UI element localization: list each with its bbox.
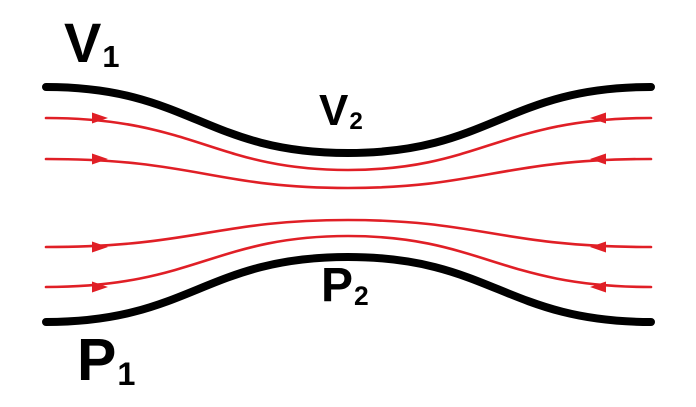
flow-arrowhead-right-icon xyxy=(92,241,108,253)
flow-arrowhead-right-icon xyxy=(92,153,108,165)
label-p2-base: P xyxy=(321,259,354,312)
label-v2-base: V xyxy=(319,86,349,135)
label-v2-subscript: 2 xyxy=(349,107,363,135)
flow-arrowhead-left-icon xyxy=(590,112,606,124)
pipe-wall-bottom xyxy=(42,252,655,326)
flow-arrowhead-right-icon xyxy=(92,281,108,293)
label-p1-subscript: 1 xyxy=(117,355,136,392)
label-v1-subscript: 1 xyxy=(102,38,120,74)
streamline-1 xyxy=(44,116,653,172)
flow-arrowhead-left-icon xyxy=(590,153,606,165)
flow-arrowhead-left-icon xyxy=(590,281,606,293)
streamline-4 xyxy=(44,234,653,289)
flow-arrowhead-right-icon xyxy=(92,112,108,124)
label-v1-base: V xyxy=(64,11,102,74)
label-p1-base: P xyxy=(77,327,117,393)
label-velocity-throat: V2 xyxy=(319,89,363,134)
flow-arrowhead-left-icon xyxy=(590,241,606,253)
pipe-wall-top xyxy=(42,83,655,158)
label-pressure-inlet: P1 xyxy=(77,331,136,392)
streamline-2 xyxy=(44,157,653,190)
label-p2-subscript: 2 xyxy=(354,280,369,311)
streamline-3 xyxy=(44,218,653,249)
label-pressure-throat: P2 xyxy=(321,262,369,310)
label-velocity-inlet: V1 xyxy=(64,15,120,72)
